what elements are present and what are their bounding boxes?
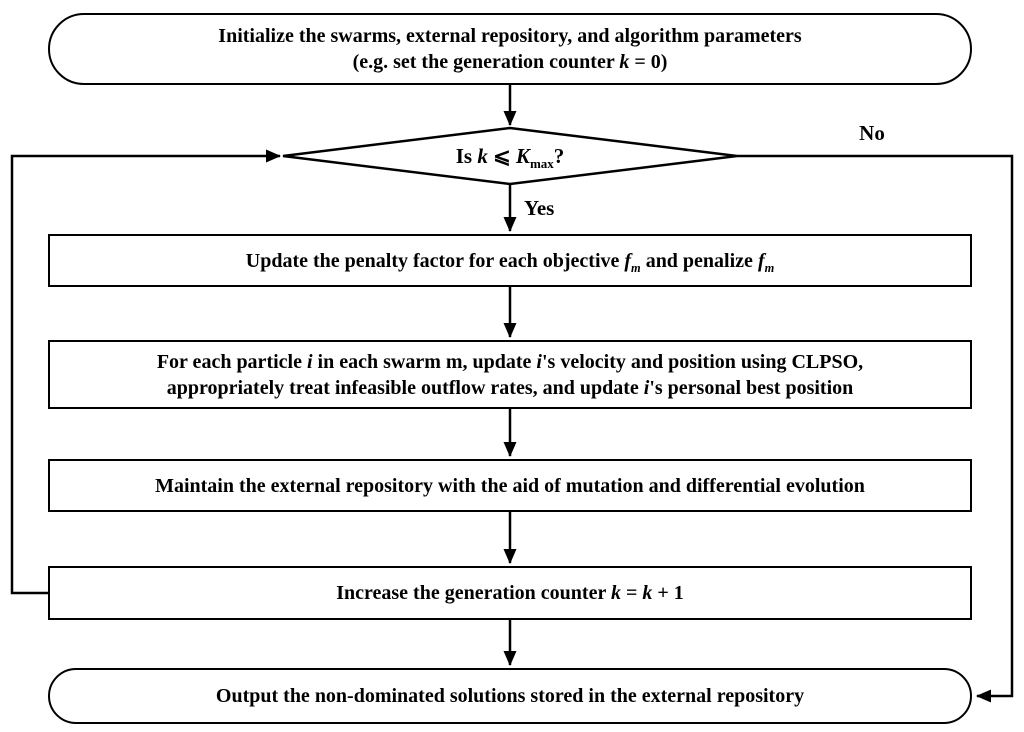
- node-maintain-repository: Maintain the external repository with th…: [48, 459, 972, 512]
- node-increase-counter: Increase the generation counter k = k + …: [48, 566, 972, 620]
- node-maintain-repository-label: Maintain the external repository with th…: [155, 474, 865, 497]
- node-increase-counter-label: Increase the generation counter k = k + …: [336, 582, 684, 604]
- node-update-particles-label: For each particle i in each swarm m, upd…: [156, 350, 864, 399]
- node-output-label: Output the non-dominated solutions store…: [215, 685, 805, 707]
- node-update-penalty: Update the penalty factor for each objec…: [48, 234, 972, 287]
- node-initialize-label: Initialize the swarms, external reposito…: [218, 25, 802, 73]
- node-initialize: Initialize the swarms, external reposito…: [48, 13, 972, 85]
- no-label: No: [859, 121, 885, 145]
- node-update-penalty-label: Update the penalty factor for each objec…: [245, 249, 775, 275]
- edge-decision-no-to-output: [737, 154, 1014, 703]
- node-decision: Is k ⩽ Kmax?: [360, 141, 660, 171]
- node-update-particles: For each particle i in each swarm m, upd…: [48, 340, 972, 409]
- yes-label: Yes: [524, 196, 555, 220]
- decision-diamond-shape: [282, 126, 738, 186]
- edge-loop-back-to-decision: [10, 149, 281, 595]
- node-decision-label: Is k ⩽ Kmax?: [455, 143, 565, 171]
- node-output: Output the non-dominated solutions store…: [48, 668, 972, 724]
